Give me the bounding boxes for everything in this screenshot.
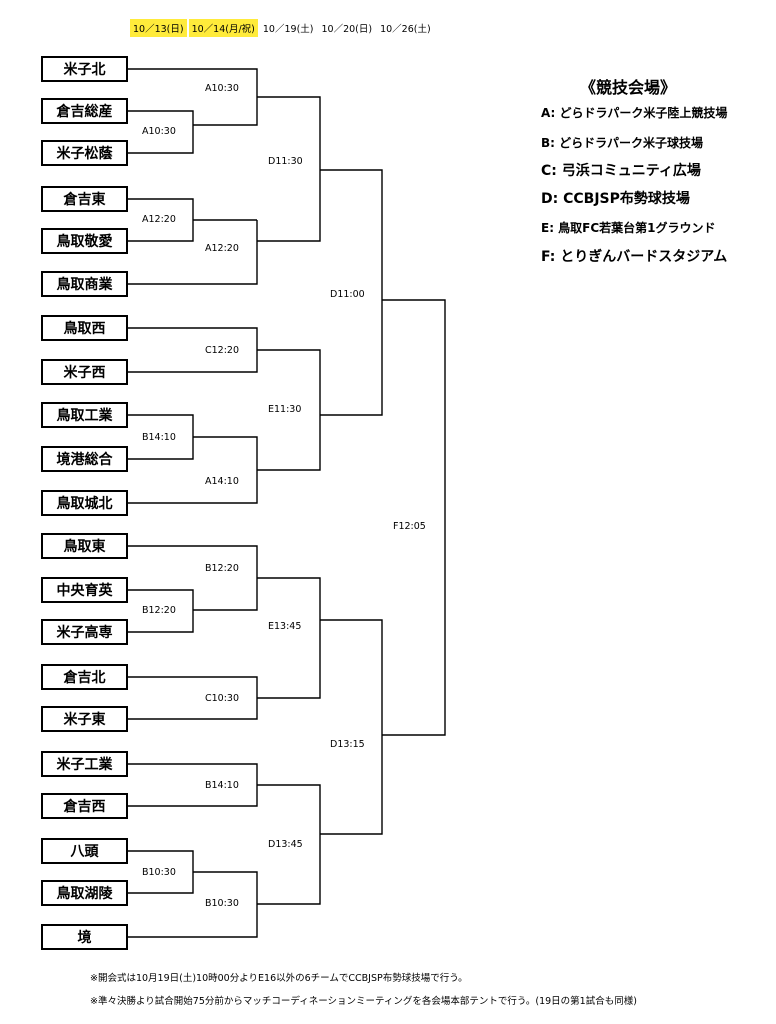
match-label: C10:30 [205,693,240,704]
team-kurayoshi-nishi: 倉吉西 [41,793,128,819]
match-label: A14:10 [205,476,239,487]
team-tottori-kogyo: 鳥取工業 [41,402,128,428]
match-label: C12:20 [205,345,240,356]
team-yonago-shoin: 米子松蔭 [41,140,128,166]
date-oct19: 10／19(土) [262,24,314,35]
match-label: A12:20 [205,243,239,254]
match-label: E11:30 [268,404,302,415]
venue-e: E: 鳥取FC若葉台第1グラウンド [541,221,716,235]
team-yonago-kita: 米子北 [41,56,128,82]
venue-f: F: とりぎんバードスタジアム [541,249,728,265]
team-chuo-ikuei: 中央育英 [41,577,128,603]
venues-title: 《競技会場》 [580,78,677,97]
match-label: F12:05 [393,521,426,532]
team-tottori-shogyo: 鳥取商業 [41,271,128,297]
date-oct26: 10／26(土) [380,24,431,35]
match-label: B14:10 [142,432,176,443]
team-yonago-kosen: 米子高専 [41,619,128,645]
match-label: B12:20 [205,563,239,574]
date-oct20: 10／20(日) [321,24,373,35]
team-yonago-higashi: 米子東 [41,706,128,732]
match-label: D13:15 [330,739,365,750]
team-tottori-keiai: 鳥取敬愛 [41,228,128,254]
match-label: B10:30 [205,898,239,909]
team-kurayoshi-sosan: 倉吉総産 [41,98,128,124]
match-label: D11:00 [330,289,365,300]
date-row: 10／13(日) 10／14(月/祝) 10／19(土) 10／20(日) 10… [130,19,436,37]
date-oct14: 10／14(月/祝) [188,19,258,37]
match-label: A10:30 [205,83,239,94]
match-label: D13:45 [268,839,303,850]
match-label: A12:20 [142,214,176,225]
match-label: B10:30 [142,867,176,878]
team-tottori-nishi: 鳥取西 [41,315,128,341]
date-oct13: 10／13(日) [130,19,187,37]
venue-c: C: 弓浜コミュニティ広場 [541,163,701,179]
team-yonago-kogyo: 米子工業 [41,751,128,777]
venue-a: A: どらドラパーク米子陸上競技場 [541,106,728,120]
venue-d: D: CCBJSP布勢球技場 [541,191,690,207]
team-tottori-koryo: 鳥取湖陵 [41,880,128,906]
team-yonago-nishi: 米子西 [41,359,128,385]
match-label: A10:30 [142,126,176,137]
match-label: B14:10 [205,780,239,791]
team-tottori-higashi: 鳥取東 [41,533,128,559]
match-label: E13:45 [268,621,302,632]
match-label: D11:30 [268,156,303,167]
note-opening-ceremony: ※開会式は10月19日(土)10時00分よりE16以外の6チームでCCBJSP布… [90,973,468,984]
team-yazu: 八頭 [41,838,128,864]
note-match-meeting: ※準々決勝より試合開始75分前からマッチコーディネーションミーティングを各会場本… [90,996,637,1007]
match-label: B12:20 [142,605,176,616]
team-kurayoshi-kita: 倉吉北 [41,664,128,690]
team-kurayoshi-higashi: 倉吉東 [41,186,128,212]
venue-b: B: どらドラパーク米子球技場 [541,136,704,150]
team-sakai: 境 [41,924,128,950]
team-sakaiminato-sogo: 境港総合 [41,446,128,472]
team-tottori-johoku: 鳥取城北 [41,490,128,516]
